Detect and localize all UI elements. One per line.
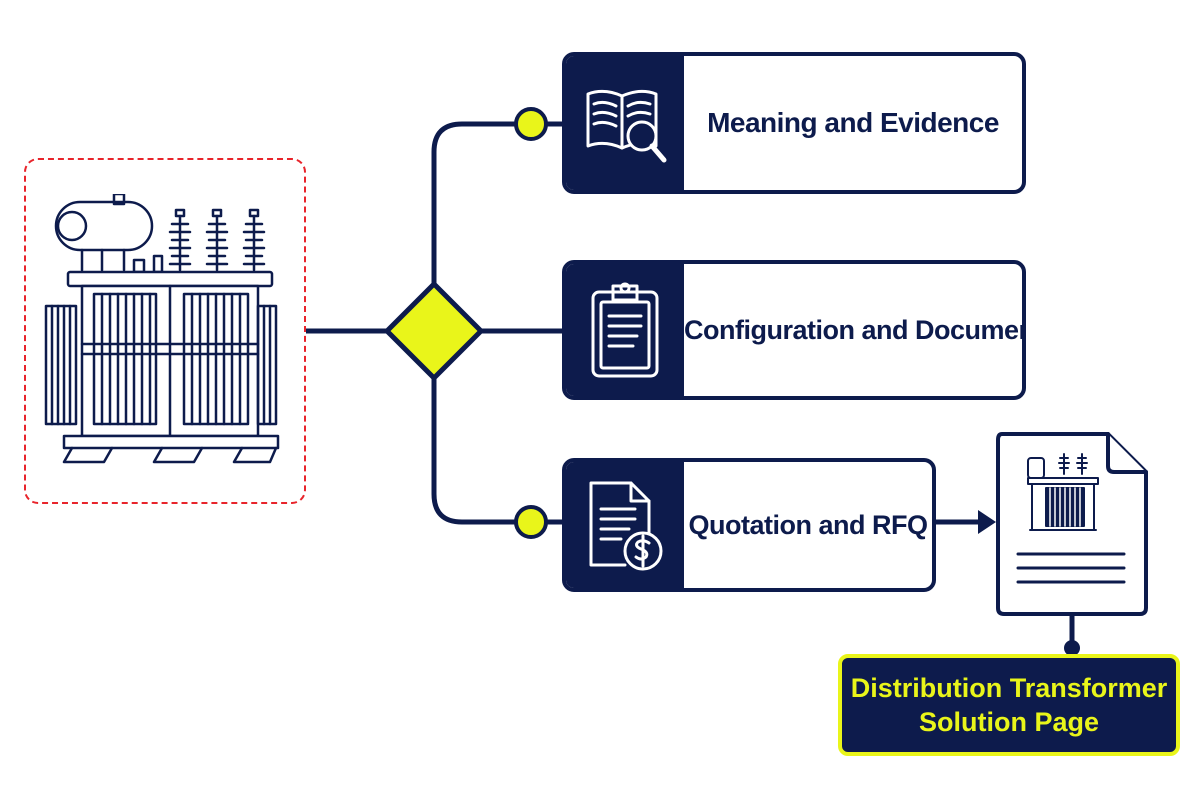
connector-decision-to-quotation <box>431 375 562 525</box>
book-magnifier-icon <box>586 89 667 163</box>
branch-label: Configuration and Documents <box>684 314 1026 345</box>
document-dollar-icon <box>589 481 663 571</box>
branch-icon-box <box>566 264 684 396</box>
arrowhead-icon <box>978 510 996 534</box>
solution-page-title-line1: Distribution Transformer <box>850 673 1168 703</box>
branch-label: Meaning and Evidence <box>707 107 999 138</box>
solution-page-title-line2: Solution Page <box>918 707 1099 737</box>
branch-card-configuration-documents[interactable]: Configuration and Documents <box>562 260 1026 400</box>
solution-page-label[interactable]: Distribution Transformer Solution Page <box>838 654 1180 756</box>
branch-card-quotation-rfq[interactable]: Quotation and RFQ <box>562 458 936 592</box>
branch-label: Quotation and RFQ <box>688 509 928 540</box>
branch-icon-box <box>566 462 684 588</box>
source-transformer-frame <box>24 158 306 504</box>
connector-decision-to-meaning <box>431 121 562 287</box>
branch-card-meaning-evidence[interactable]: Meaning and Evidence <box>562 52 1026 194</box>
branch-icon-box <box>566 56 684 190</box>
junction-dot-bottom <box>514 505 548 539</box>
clipboard-icon <box>591 282 659 378</box>
output-document[interactable] <box>994 426 1150 618</box>
junction-dot-top <box>514 107 548 141</box>
connector-node <box>1064 640 1080 656</box>
transformer-document-icon <box>996 432 1148 616</box>
power-transformer-icon <box>44 194 280 464</box>
decision-diamond <box>384 281 484 381</box>
